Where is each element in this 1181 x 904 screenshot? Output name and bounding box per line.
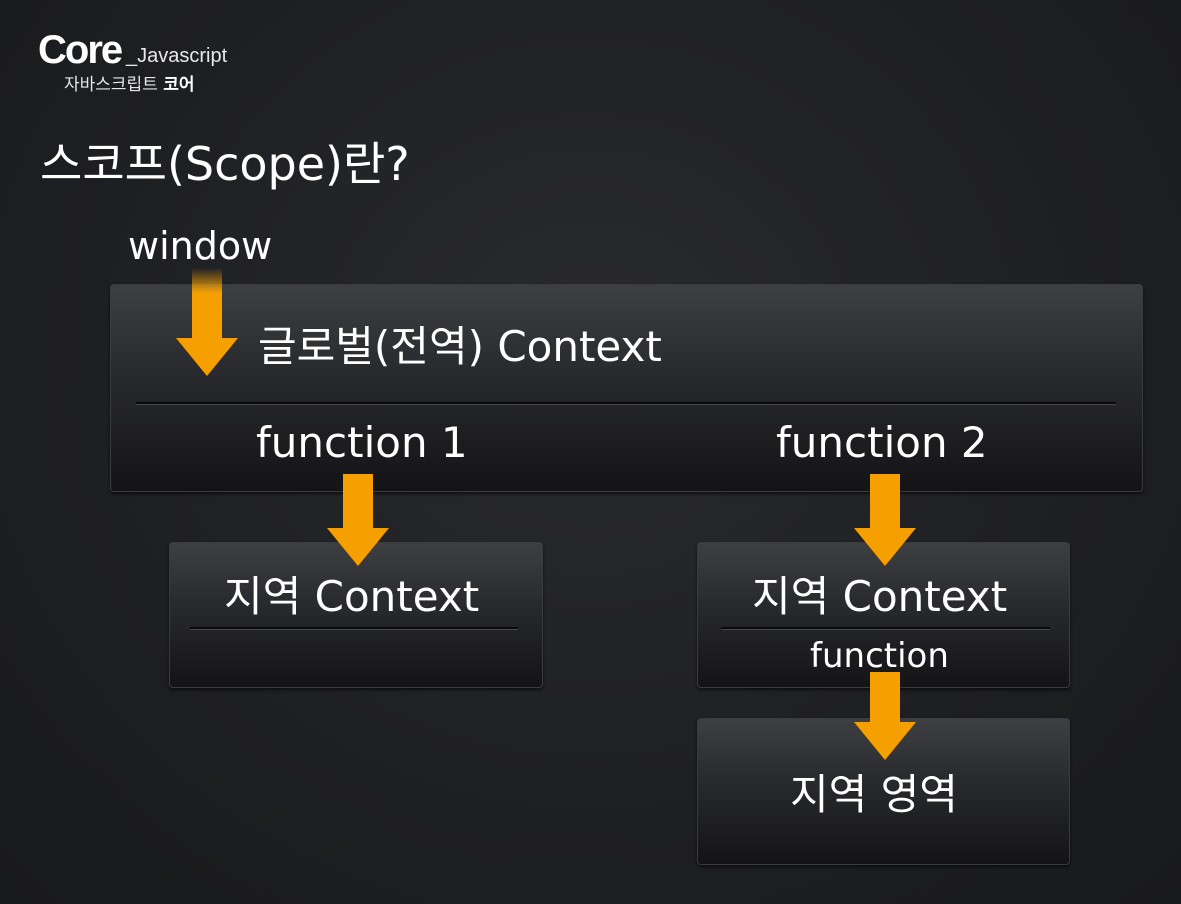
global-context-divider <box>136 402 1116 405</box>
down-arrow-icon-window <box>176 268 238 376</box>
function-1-label: function 1 <box>256 418 468 467</box>
local-area-label: 지역 영역 <box>790 770 958 819</box>
slide-title: 스코프(Scope)란? <box>40 137 410 191</box>
down-arrow-icon-inner-function <box>854 672 916 760</box>
global-context-label: 글로벌(전역) Context <box>258 322 662 371</box>
logo-javascript-text: _Javascript <box>126 45 228 67</box>
window-label: window <box>128 224 273 268</box>
function-2-label: function 2 <box>776 418 988 467</box>
logo: Core _Javascript 자바스크립트 코어 <box>38 28 258 98</box>
local-context-2-divider <box>721 627 1050 630</box>
down-arrow-icon-function-2 <box>854 474 916 566</box>
inner-function-label: function <box>810 636 949 676</box>
local-context-2-label: 지역 Context <box>752 572 1008 621</box>
logo-korean-bold: 코어 <box>163 75 195 95</box>
logo-core-text: Core <box>38 28 123 72</box>
down-arrow-icon-function-1 <box>327 474 389 566</box>
local-context-1-divider <box>190 627 518 630</box>
logo-korean-text: 자바스크립트 코어 <box>64 74 195 96</box>
local-context-1-label: 지역 Context <box>224 572 480 621</box>
logo-korean-prefix: 자바스크립트 <box>64 75 158 95</box>
global-context-box <box>110 284 1143 492</box>
local-context-1-box <box>169 542 543 688</box>
